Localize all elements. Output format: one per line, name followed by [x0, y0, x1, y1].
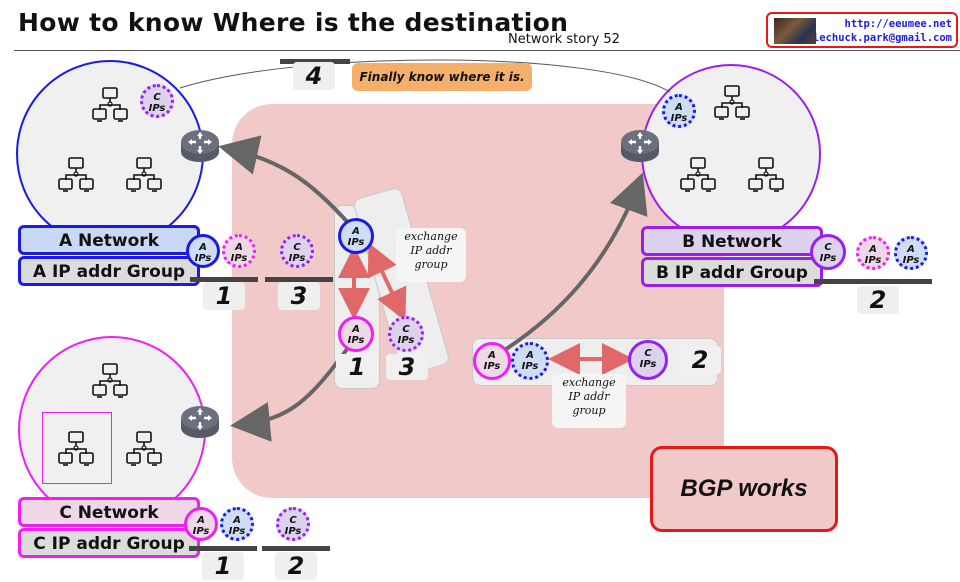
final-note: Finally know where it is. [352, 63, 532, 91]
a-step-1-number: 1 [203, 282, 245, 310]
b-step-2-bar [814, 279, 932, 284]
credit-box: http://eeumee.net lechuck.park@gmail.com [766, 12, 958, 48]
c-step-2-number: 2 [275, 552, 317, 580]
title-divider [14, 50, 960, 51]
credit-email[interactable]: lechuck.park@gmail.com [812, 32, 952, 44]
step-4-bar [280, 59, 350, 64]
b-step-2-number: 2 [857, 286, 899, 314]
device-cluster-icon [58, 431, 94, 466]
a-network-circle [16, 60, 204, 248]
router-a-icon [179, 128, 221, 164]
c-step-2-bar [262, 546, 330, 551]
device-cluster-icon [92, 363, 128, 398]
device-cluster-icon [748, 157, 784, 192]
b-ip-group-label: B IP addr Group [641, 257, 823, 287]
device-cluster-icon [126, 431, 162, 466]
exchange-arrow-a-ccol [367, 242, 407, 322]
b-network-label: B Network [641, 226, 823, 256]
exchange2-step-2-number: 2 [679, 346, 721, 374]
route-arrow-to-b [479, 172, 648, 367]
a-step-3-number: 3 [278, 282, 320, 310]
device-cluster-icon [714, 85, 750, 120]
a-network-label: A Network [18, 225, 200, 255]
c-network-label: C Network [18, 497, 200, 527]
c-ip-group-label: C IP addr Group [18, 528, 200, 558]
c-network-circle [18, 336, 206, 524]
final-route-line [179, 59, 671, 93]
c-network-highlight [42, 412, 112, 484]
exchange-step-3-number: 3 [386, 354, 428, 380]
c-step-1-bar [189, 546, 257, 551]
page-subtitle: Network story 52 [508, 32, 620, 47]
device-cluster-icon [680, 157, 716, 192]
credit-url[interactable]: http://eeumee.net [844, 18, 952, 30]
router-b-icon [619, 128, 661, 164]
device-cluster-icon [58, 157, 94, 192]
exchange-step-1-number: 1 [336, 354, 378, 380]
a-ip-group-label: A IP addr Group [18, 256, 200, 286]
b-network-circle [641, 64, 821, 244]
a-step-3-bar [265, 277, 333, 282]
router-c-icon [179, 404, 221, 440]
route-arrow-to-c [230, 343, 352, 442]
device-cluster-icon [126, 157, 162, 192]
a-step-1-bar [190, 277, 258, 282]
bgp-works-box: BGP works [650, 446, 838, 532]
route-arrow-to-a [218, 135, 352, 227]
step-4-number: 4 [293, 62, 335, 90]
c-step-1-number: 1 [202, 552, 244, 580]
device-cluster-icon [92, 87, 128, 122]
author-thumbnail [774, 18, 816, 44]
page-title: How to know Where is the destination [18, 8, 569, 37]
